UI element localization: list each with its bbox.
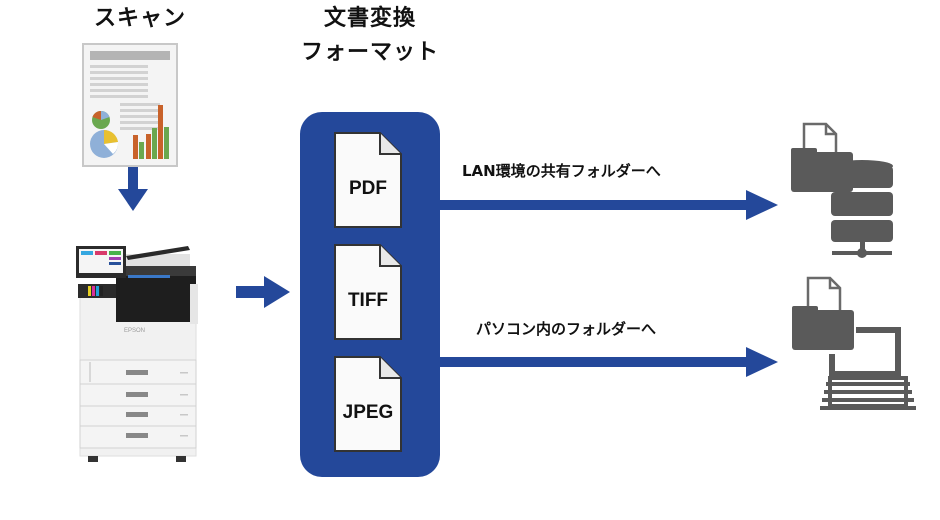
file-format-label: JPEG (342, 402, 394, 423)
file-format-label: PDF (349, 178, 387, 199)
to-pc-arrow-icon (440, 347, 780, 377)
lan-destination-label: LAN環境の共有フォルダーへ (462, 162, 661, 180)
pc-destination-label: パソコン内のフォルダーへ (476, 320, 657, 338)
pc-folder-laptop-icon (786, 274, 916, 414)
document-icon (334, 132, 402, 228)
to-lan-arrow-icon (440, 190, 780, 220)
file-format-tiff: TIFF (334, 244, 402, 340)
format-heading-line2: フォーマット (300, 40, 439, 65)
format-panel: PDF TIFF JPEG (300, 112, 440, 477)
multifunction-printer-icon: EPSON (76, 244, 200, 466)
document-icon (334, 356, 402, 452)
to-format-arrow-icon (236, 276, 290, 308)
shared-folder-server-icon (786, 120, 906, 260)
scan-heading: スキャン (93, 6, 186, 31)
file-format-jpeg: JPEG (334, 356, 402, 452)
format-heading: 文書変換 フォーマット (270, 2, 470, 70)
format-heading-line1: 文書変換 (323, 6, 416, 31)
file-format-label: TIFF (347, 290, 389, 311)
scanned-document-icon (82, 43, 178, 167)
printer-brand-label: EPSON (124, 328, 146, 334)
scan-down-arrow-icon (118, 167, 148, 213)
file-format-pdf: PDF (334, 132, 402, 228)
document-icon (334, 244, 402, 340)
